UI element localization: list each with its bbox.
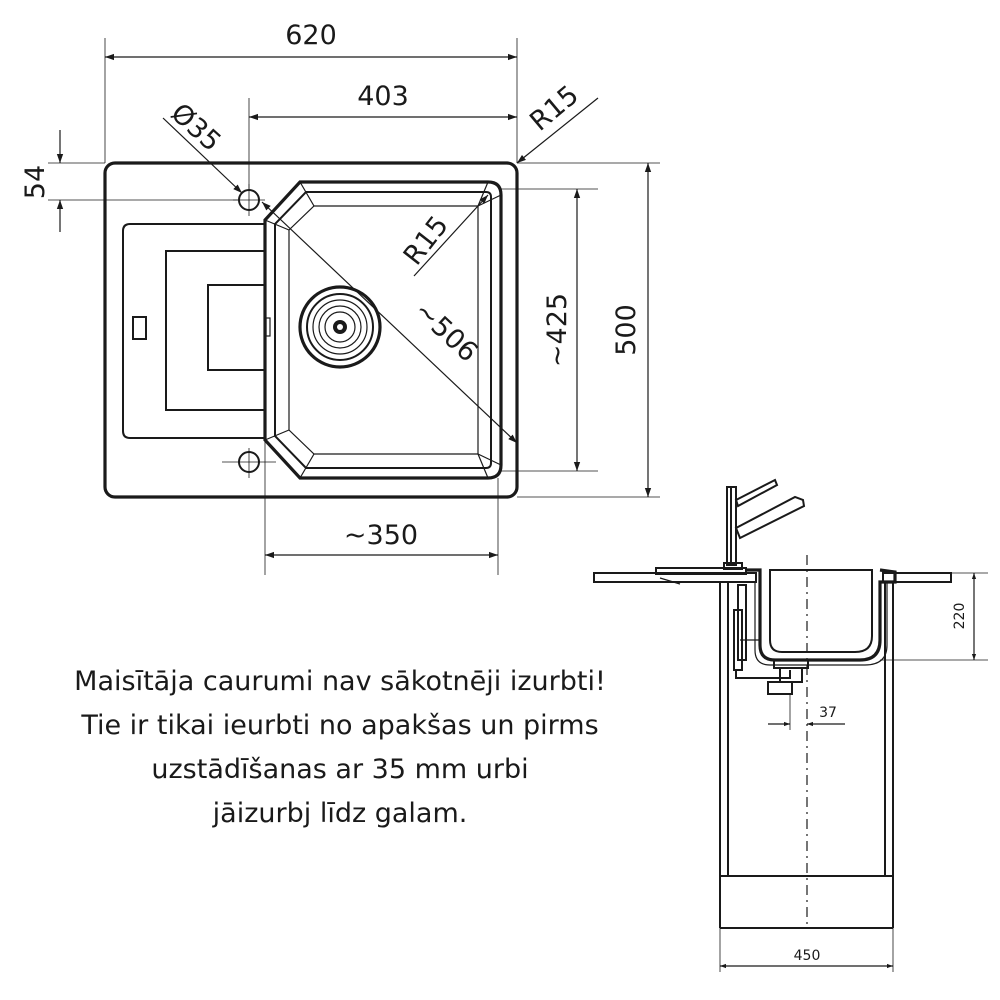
installation-note: Maisītāja caurumi nav sākotnēji izurbti!… [20, 660, 660, 836]
bowl [263, 180, 503, 480]
note-line-3: uzstādīšanas ar 35 mm urbi [151, 754, 529, 785]
tap-hole-bottom [222, 448, 276, 478]
dim-350: ~350 [344, 520, 418, 551]
overflow-slot [132, 316, 147, 340]
sink-side-view: 220 37 450 [593, 478, 988, 972]
dim-54: 54 [20, 165, 51, 199]
extension-lines [48, 38, 660, 575]
drain-assembly [733, 584, 809, 695]
sink-top-view: 620 403 R15 Ø35 54 R15 ~506 ~425 500 ~35… [20, 20, 660, 575]
dim-r15-outer: R15 [524, 80, 585, 138]
sink-outline [103, 161, 519, 499]
dim-line-506 [261, 201, 518, 444]
dim-500: 500 [611, 304, 642, 356]
faucet [723, 478, 806, 570]
cabinet [719, 582, 894, 929]
leader-r15-outer [516, 97, 599, 164]
note-line-1: Maisītāja caurumi nav sākotnēji izurbti! [74, 666, 606, 697]
bowl-section [746, 568, 897, 666]
note-line-4: jāizurbj līdz galam. [212, 798, 468, 829]
dim-220: 220 [952, 603, 968, 630]
drain-strainer [298, 285, 382, 369]
dim-620: 620 [285, 20, 337, 51]
dim-425: ~425 [542, 293, 573, 367]
dim-403: 403 [357, 81, 409, 112]
dim-37: 37 [819, 705, 837, 721]
leader-r15-bowl [413, 194, 489, 277]
note-line-2: Tie ir tikai ieurbti no apakšas un pirms [81, 710, 599, 741]
dim-506: ~506 [408, 295, 483, 368]
leader-d35 [162, 117, 243, 194]
dim-450: 450 [794, 948, 821, 964]
drainboard [122, 223, 271, 439]
